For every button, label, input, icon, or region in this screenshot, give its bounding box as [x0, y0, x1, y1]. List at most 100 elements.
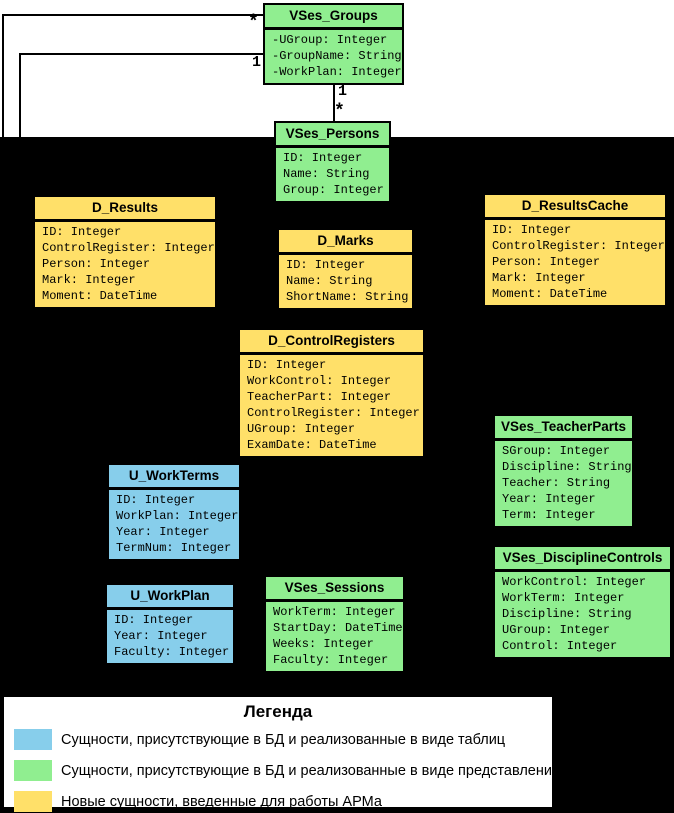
multiplicity-one-label: 1 [252, 54, 262, 71]
multiplicity-one-label: 1 [338, 83, 348, 100]
entity-attribute: Mark: Integer [42, 273, 136, 287]
entity-attribute: -WorkPlan: Integer [272, 65, 402, 79]
entity-vses-groups: VSes_Groups -UGroup: Integer -GroupName: S… [263, 3, 404, 85]
entity-attribute: Discipline: String [502, 607, 632, 621]
entity-attribute: Control: Integer [502, 639, 618, 653]
connector-left-lower-horizontal [19, 53, 263, 55]
multiplicity-many-label: * [248, 13, 259, 33]
entity-attribute: Weeks: Integer [273, 637, 374, 651]
legend: Легенда Сущности, присутствующие в БД и … [1, 694, 560, 812]
legend-color-swatch-table [14, 729, 52, 750]
entity-attribute: Person: Integer [492, 255, 601, 269]
entity-attribute: ID: Integer [247, 358, 327, 372]
entity-attribute: Year: Integer [116, 525, 210, 539]
entity-attribute: ID: Integer [283, 151, 363, 165]
entity-attribute: WorkControl: Integer [247, 374, 392, 388]
connector-left-upper-vertical [2, 14, 4, 137]
entity-attribute: Teacher: String [502, 476, 611, 490]
entity-attribute: WorkTerm: Integer [502, 591, 625, 605]
entity-attribute: Year: Integer [114, 629, 208, 643]
entity-attribute: SGroup: Integer [502, 444, 611, 458]
entity-attribute: TermNum: Integer [116, 541, 232, 555]
connector-left-upper-horizontal [2, 14, 263, 16]
multiplicity-many-label: * [334, 102, 345, 122]
entity-attribute: -GroupName: String [272, 49, 402, 63]
entity-title: D_ResultsCache [485, 195, 665, 219]
legend-item-label: Сущности, присутствующие в БД и реализов… [61, 762, 561, 779]
legend-items: Сущности, присутствующие в БД и реализов… [4, 729, 560, 812]
entity-attribute: ControlRegister: Integer [247, 406, 420, 420]
legend-item-table: Сущности, присутствующие в БД и реализов… [4, 729, 552, 750]
entity-attribute: WorkPlan: Integer [116, 509, 239, 523]
legend-color-swatch-new [14, 791, 52, 812]
legend-item-new: Новые сущности, введенные для работы АРМ… [4, 791, 552, 812]
entity-attribute: Moment: DateTime [42, 289, 158, 303]
entity-attribute: UGroup: Integer [247, 422, 356, 436]
entity-attribute: ControlRegister: Integer [42, 241, 215, 255]
legend-item-label: Сущности, присутствующие в БД и реализов… [61, 731, 506, 748]
entity-attribute: -UGroup: Integer [272, 33, 388, 47]
entity-title: D_ControlRegisters [240, 330, 423, 354]
entity-attribute: Mark: Integer [492, 271, 586, 285]
entity-title: VSes_Sessions [266, 577, 403, 601]
entity-attribute: ShortName: String [286, 290, 409, 304]
entity-title: VSes_DisciplineControls [495, 547, 670, 571]
entity-attribute: WorkControl: Integer [502, 575, 647, 589]
entity-attribute: UGroup: Integer [502, 623, 611, 637]
entity-attribute: TeacherPart: Integer [247, 390, 392, 404]
entity-attribute: StartDay: DateTime [273, 621, 403, 635]
entity-attribute: Person: Integer [42, 257, 151, 271]
entity-attribute: Moment: DateTime [492, 287, 608, 301]
entity-attribute: Name: String [286, 274, 373, 288]
entity-title: VSes_Groups [265, 5, 402, 29]
entity-attribute: ExamDate: DateTime [247, 438, 377, 452]
legend-title: Легенда [243, 702, 313, 721]
entity-attribute: ID: Integer [114, 613, 194, 627]
entity-attribute: Group: Integer [283, 183, 384, 197]
entity-title: U_WorkPlan [107, 585, 233, 609]
connector-groups-persons-vertical [333, 80, 335, 122]
entity-attribute: ID: Integer [42, 225, 122, 239]
entity-attributes: -UGroup: Integer -GroupName: String -WorkP… [265, 29, 402, 83]
entity-title: VSes_TeacherParts [495, 416, 632, 440]
entity-attribute: Discipline: String [502, 460, 632, 474]
entity-title: D_Results [35, 197, 215, 221]
entity-attribute: Faculty: Integer [273, 653, 389, 667]
entity-attribute: Term: Integer [502, 508, 596, 522]
entity-attribute: WorkTerm: Integer [273, 605, 396, 619]
entity-attribute: ControlRegister: Integer [492, 239, 665, 253]
entity-attribute: ID: Integer [492, 223, 572, 237]
entity-attribute: ID: Integer [286, 258, 366, 272]
entity-attribute: Faculty: Integer [114, 645, 230, 659]
legend-color-swatch-view [14, 760, 52, 781]
legend-item-view: Сущности, присутствующие в БД и реализов… [4, 760, 560, 781]
entity-title: VSes_Persons [276, 123, 389, 147]
entity-attribute: Year: Integer [502, 492, 596, 506]
entity-attribute: ID: Integer [116, 493, 196, 507]
entity-attribute: Name: String [283, 167, 370, 181]
connector-left-lower-vertical [19, 53, 21, 137]
entity-title: U_WorkTerms [109, 465, 239, 489]
entity-title: D_Marks [279, 230, 412, 254]
